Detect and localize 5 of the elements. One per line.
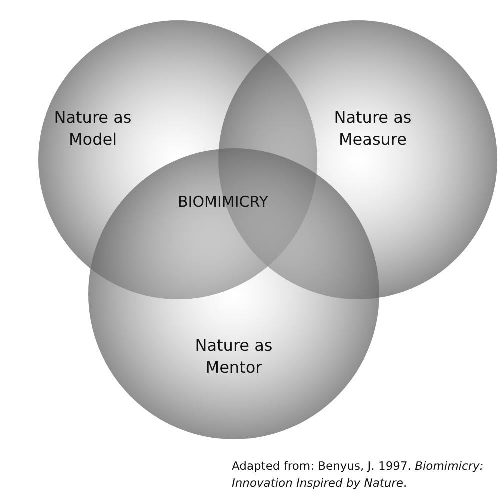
source-caption: Adapted from: Benyus, J. 1997. Biomimicry: Innovation Inspired by Nature. (232, 458, 485, 492)
circle-label: Nature as Model (53, 107, 133, 151)
overlap-label: BIOMIMICRY (178, 193, 268, 211)
circle-label: Nature as Measure (333, 107, 413, 151)
circle-label: Nature as Mentor (194, 335, 274, 379)
